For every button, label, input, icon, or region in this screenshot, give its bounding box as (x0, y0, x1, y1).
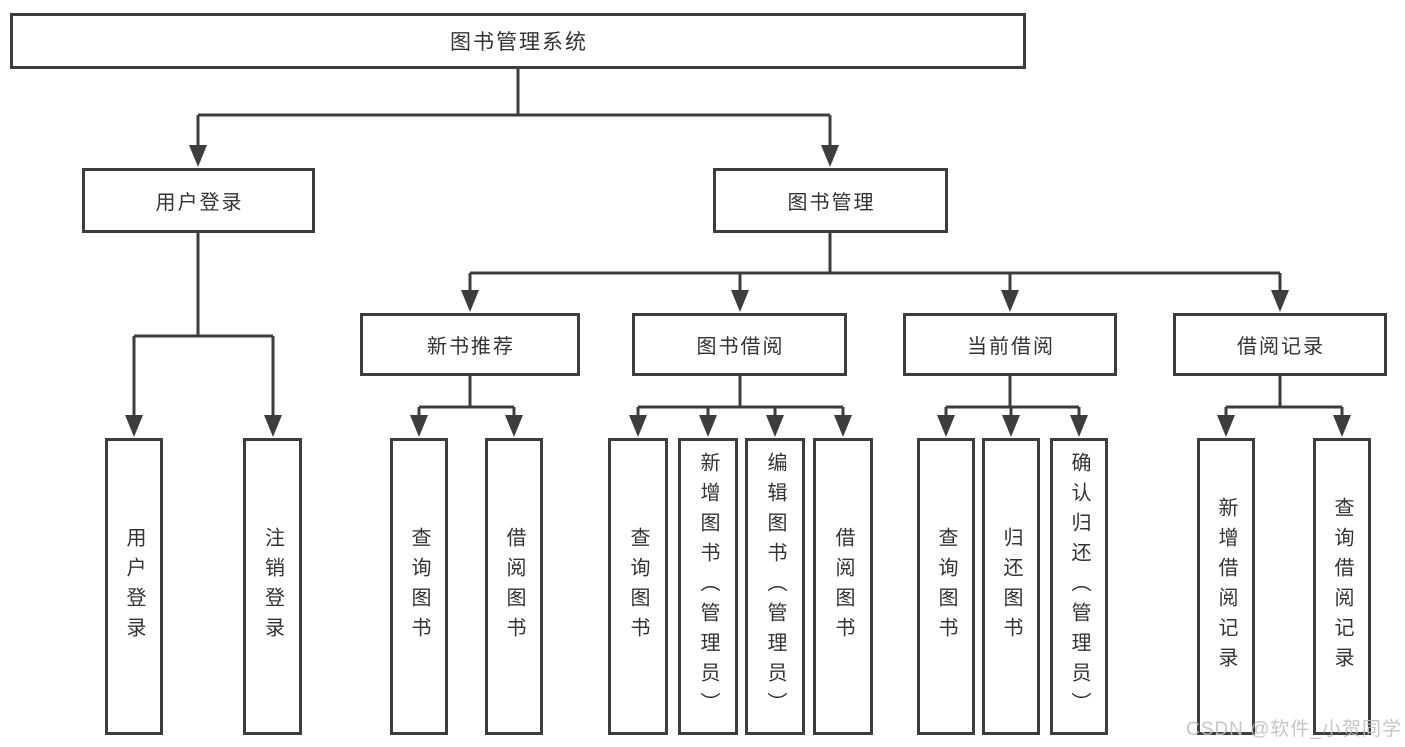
leaf-recommend-query-books: 查询图书 (390, 438, 448, 735)
leaf-add-borrow-record-label: 新增借阅记录 (1215, 496, 1237, 677)
node-borrow-records-label: 借阅记录 (1237, 336, 1325, 358)
connector-borrow-records (1224, 375, 1344, 420)
leaf-add-books-admin-label: 新增图书（管理员） (697, 451, 719, 722)
node-current-borrow-label: 当前借阅 (967, 336, 1055, 358)
leaf-confirm-return-admin-label: 确认归还（管理员） (1068, 451, 1090, 722)
leaf-logout-label: 注销登录 (261, 526, 284, 647)
node-root-system: 图书管理系统 (10, 13, 1026, 69)
leaf-current-query-books-label: 查询图书 (935, 526, 957, 647)
leaf-edit-books-admin-label: 编辑图书（管理员） (764, 451, 786, 722)
leaf-user-login-label: 用户登录 (123, 526, 145, 647)
leaf-return-books: 归还图书 (982, 438, 1040, 735)
leaf-return-books-label: 归还图书 (1000, 526, 1022, 647)
connector-root (196, 66, 832, 150)
leaf-edit-books-admin: 编辑图书（管理员） (745, 438, 805, 735)
connector-new-book-recommend (417, 375, 516, 420)
leaf-recommend-borrow-books-label: 借阅图书 (503, 526, 525, 647)
node-user-login: 用户登录 (82, 168, 315, 233)
leaf-borrow-books-label: 借阅图书 (832, 526, 854, 647)
leaf-add-borrow-record: 新增借阅记录 (1197, 438, 1255, 735)
leaf-current-query-books: 查询图书 (917, 438, 975, 735)
node-new-book-recommend: 新书推荐 (360, 313, 580, 376)
leaf-borrow-books: 借阅图书 (813, 438, 873, 735)
leaf-borrow-query-books: 查询图书 (608, 438, 668, 735)
csdn-watermark: CSDN @软件_小贺同学 (1186, 719, 1402, 740)
node-book-management-label: 图书管理 (787, 192, 876, 214)
connector-book-management (468, 232, 1282, 295)
node-root-system-label: 图书管理系统 (450, 31, 588, 54)
leaf-logout: 注销登录 (243, 438, 302, 735)
leaf-recommend-query-books-label: 查询图书 (408, 526, 430, 647)
connector-current-borrow (944, 375, 1081, 420)
connector-book-borrow (636, 375, 845, 420)
connector-user-login (132, 232, 275, 420)
node-new-book-recommend-label: 新书推荐 (427, 336, 515, 358)
leaf-confirm-return-admin: 确认归还（管理员） (1050, 438, 1108, 735)
leaf-recommend-borrow-books: 借阅图书 (485, 438, 543, 735)
node-book-management: 图书管理 (713, 168, 948, 233)
node-user-login-label: 用户登录 (155, 192, 244, 214)
leaf-add-books-admin: 新增图书（管理员） (678, 438, 738, 735)
arrowheads (125, 145, 1351, 437)
leaf-query-borrow-record-label: 查询借阅记录 (1331, 496, 1353, 677)
node-borrow-records: 借阅记录 (1173, 313, 1387, 376)
leaf-borrow-query-books-label: 查询图书 (627, 526, 649, 647)
node-book-borrow-label: 图书借阅 (696, 336, 785, 358)
node-current-borrow: 当前借阅 (903, 313, 1117, 376)
leaf-query-borrow-record: 查询借阅记录 (1313, 438, 1371, 735)
leaf-user-login: 用户登录 (105, 438, 163, 735)
node-book-borrow: 图书借阅 (632, 313, 847, 376)
